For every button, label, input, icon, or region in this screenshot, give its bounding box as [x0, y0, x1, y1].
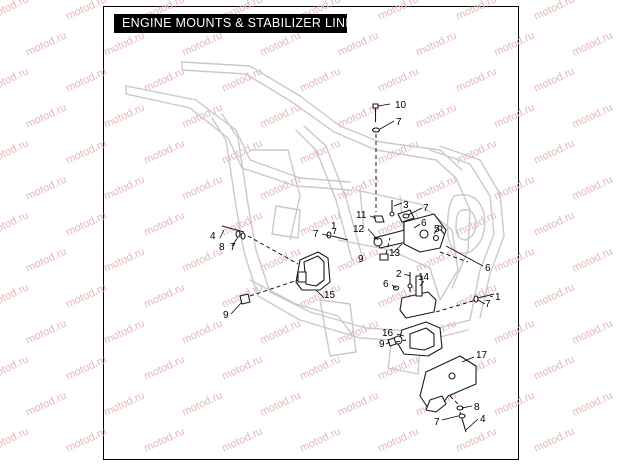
callout-7: 7: [485, 299, 491, 310]
front-mount-bracket: [295, 251, 331, 299]
callout-10: 10: [395, 100, 407, 111]
leader-lines: [219, 103, 494, 431]
callout-8: 8: [474, 402, 480, 413]
callout-6: 6: [383, 279, 389, 290]
callout-5: 5: [434, 224, 440, 235]
rear-mount-plate: [399, 275, 437, 319]
callout-3: 3: [403, 200, 409, 211]
stabilizer-link: [373, 209, 447, 253]
rear-isolator: [393, 321, 443, 357]
alignment-lines: [247, 134, 477, 405]
callout-13: 13: [389, 248, 401, 259]
callout-11: 11: [356, 210, 367, 221]
callout-7: 7: [396, 117, 402, 128]
callout-7: 7: [423, 203, 429, 214]
callout-4: 4: [480, 414, 486, 425]
callout-7: 7: [434, 417, 440, 428]
callout-1: 1: [331, 221, 337, 232]
callout-12: 12: [353, 224, 365, 235]
callout-7: 7: [230, 242, 236, 253]
callout-16: 16: [382, 328, 394, 339]
callout-4: 4: [210, 231, 216, 242]
callout-6: 6: [421, 218, 427, 229]
callout-9: 9: [223, 310, 229, 321]
callout-8: 8: [219, 242, 225, 253]
fasteners: [221, 103, 495, 433]
motorcycle-frame: [125, 61, 505, 375]
callout-9: 9: [379, 339, 385, 350]
callout-2: 2: [396, 269, 402, 280]
diagram-title: ENGINE MOUNTS & STABILIZER LINK: [114, 14, 347, 33]
callout-14: 14: [418, 272, 430, 283]
callout-17: 17: [476, 350, 488, 361]
callout-6: 6: [485, 263, 491, 274]
lower-bracket: [419, 355, 477, 413]
callout-9: 9: [358, 254, 364, 265]
callout-7: 7: [313, 229, 319, 240]
callout-1: 1: [495, 292, 501, 303]
callout-labels: 10 7 11 3 7 6 5 12 9 13 6 1 7 4 8 7 2 14…: [210, 100, 501, 428]
callout-15: 15: [324, 290, 336, 301]
